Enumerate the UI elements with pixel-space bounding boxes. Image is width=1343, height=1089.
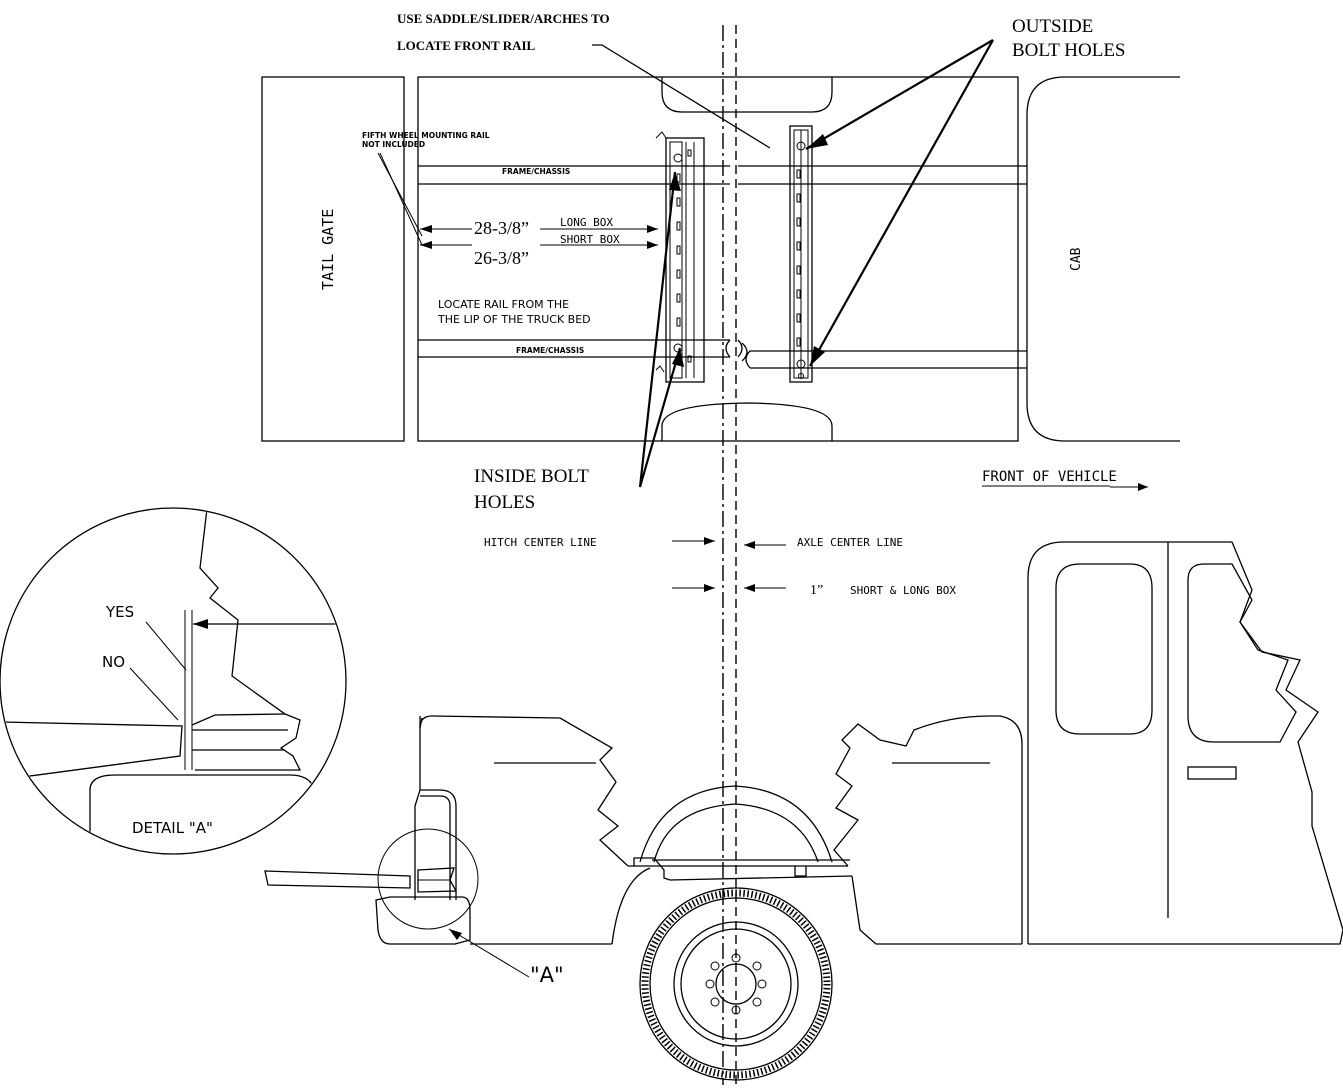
rear-mounting-rail <box>655 131 705 383</box>
long-box-label: LONG BOX <box>560 216 613 229</box>
fifth-wheel-note-line2: NOT INCLUDED <box>362 140 425 149</box>
tail-gate-label: TAIL GATE <box>319 209 337 290</box>
detail-a <box>0 507 347 855</box>
cab-label: CAB <box>1069 247 1084 271</box>
fifth-wheel-note-line1: FIFTH WHEEL MOUNTING RAIL <box>362 131 490 140</box>
saddle-callout-line1: USE SADDLE/SLIDER/ARCHES TO <box>397 11 610 26</box>
outside-bolt-line2: BOLT HOLES <box>1012 40 1126 61</box>
offset-label: SHORT & LONG BOX <box>850 584 956 597</box>
wheel-well-top <box>661 77 833 113</box>
hitch-center-line-label: HITCH CENTER LINE <box>484 536 597 549</box>
rear-wheel <box>639 887 833 1081</box>
long-box-dimension: 28-3/8” <box>474 218 529 238</box>
locate-rail-line2: THE LIP OF THE TRUCK BED <box>437 313 591 326</box>
short-box-dimension: 26-3/8” <box>474 248 529 268</box>
frame-chassis-bottom-label: FRAME/CHASSIS <box>516 346 584 355</box>
inside-bolt-line1: INSIDE BOLT <box>474 466 589 487</box>
door-handle <box>1187 766 1237 780</box>
tailgate-box <box>261 76 405 442</box>
locate-rail-line1: LOCATE RAIL FROM THE <box>438 298 569 311</box>
detail-a-reference: "A" <box>530 963 564 987</box>
short-box-label: SHORT BOX <box>560 233 620 246</box>
detail-no-label: NO <box>102 653 125 671</box>
detail-a-circle <box>0 507 347 855</box>
truck-side-view <box>264 541 1343 1081</box>
front-mounting-rail <box>789 125 813 383</box>
bed-outline <box>417 76 1019 442</box>
offset-dimension: 1” <box>810 583 823 598</box>
axle-center-line-label: AXLE CENTER LINE <box>797 536 903 549</box>
frame-chassis-top-label: FRAME/CHASSIS <box>502 167 570 176</box>
wheel-well-bottom <box>661 402 833 441</box>
saddle-callout-line2: LOCATE FRONT RAIL <box>397 38 536 53</box>
outside-bolt-line1: OUTSIDE <box>1012 16 1093 37</box>
text-layer: USE SADDLE/SLIDER/ARCHES TO LOCATE FRONT… <box>102 11 1126 987</box>
saddle-leader-line <box>592 44 771 149</box>
rear-cab-window <box>1055 563 1153 735</box>
center-lines <box>672 25 786 1085</box>
cab-outline <box>1026 76 1180 442</box>
inside-bolt-line2: HOLES <box>474 492 535 513</box>
front-of-vehicle-label: FRONT OF VEHICLE <box>982 469 1117 485</box>
detail-a-title: DETAIL "A" <box>132 819 213 837</box>
detail-yes-label: YES <box>105 603 134 621</box>
truck-bed-plan-view <box>261 39 1180 491</box>
front-cab-window <box>1187 563 1297 743</box>
